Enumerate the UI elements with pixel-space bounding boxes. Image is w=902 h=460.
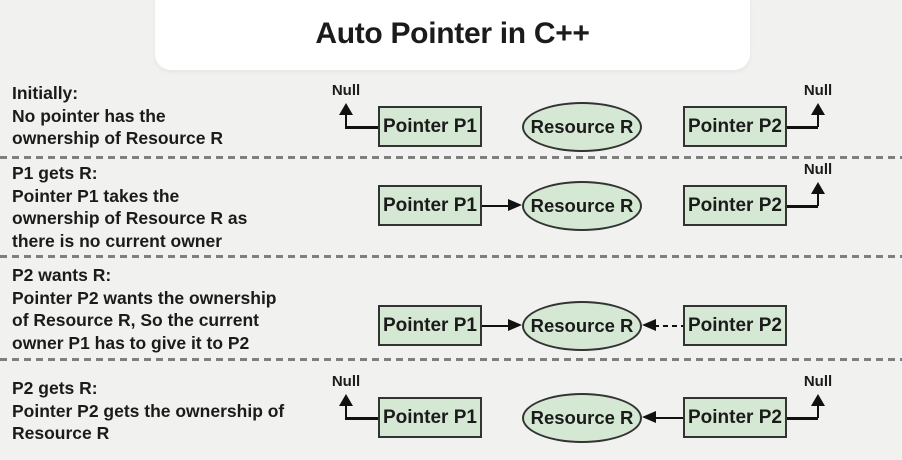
resource-r-label: Resource R	[530, 194, 634, 216]
null-arrow-up-icon	[811, 394, 825, 406]
connector-line	[816, 405, 819, 418]
row-divider	[0, 156, 902, 159]
row-divider	[0, 358, 902, 361]
null-arrow-up-icon	[339, 103, 353, 115]
pointer-p2-label: Pointer P2	[688, 314, 782, 336]
pointer-p2-label: Pointer P2	[688, 115, 782, 137]
connector-line	[344, 114, 347, 127]
connector-line	[787, 205, 818, 208]
p2-owns-arrow-line	[654, 416, 683, 419]
p1-owns-arrow-line	[482, 324, 510, 327]
arrowhead-right-icon	[508, 319, 522, 331]
pointer-p2-label: Pointer P2	[688, 194, 782, 216]
row-divider	[0, 255, 902, 258]
null-label: Null	[803, 161, 833, 178]
null-label: Null	[803, 82, 833, 99]
resource-r-ellipse: Resource R	[522, 392, 642, 443]
pointer-p1-label: Pointer P1	[383, 115, 477, 137]
null-label: Null	[331, 373, 361, 390]
title-card: Auto Pointer in C++	[155, 0, 750, 70]
p2-request-dashed-arrow-line	[654, 324, 683, 327]
resource-r-ellipse: Resource R	[522, 180, 642, 231]
resource-r-ellipse: Resource R	[522, 101, 642, 152]
pointer-p2-box: Pointer P2	[683, 397, 787, 438]
row-description: P2 gets R: Pointer P2 gets the ownership…	[12, 378, 285, 443]
pointer-p2-label: Pointer P2	[688, 406, 782, 428]
resource-r-label: Resource R	[530, 406, 634, 428]
connector-line	[816, 193, 819, 206]
pointer-p2-box: Pointer P2	[683, 185, 787, 226]
pointer-p1-label: Pointer P1	[383, 194, 477, 216]
connector-line	[344, 405, 347, 418]
p1-owns-arrow-line	[482, 204, 510, 207]
null-arrow-up-icon	[811, 182, 825, 194]
null-label: Null	[331, 82, 361, 99]
row-description: Initially: No pointer has the ownership …	[12, 83, 224, 148]
connector-line	[787, 126, 818, 129]
connector-line	[816, 114, 819, 127]
row-description: P1 gets R: Pointer P1 takes the ownershi…	[12, 163, 248, 251]
pointer-p1-box: Pointer P1	[378, 397, 482, 438]
null-arrow-up-icon	[811, 103, 825, 115]
connector-line	[344, 417, 378, 420]
pointer-p1-box: Pointer P1	[378, 185, 482, 226]
pointer-p1-label: Pointer P1	[383, 314, 477, 336]
row-description: P2 wants R: Pointer P2 wants the ownersh…	[12, 265, 277, 353]
arrowhead-left-icon	[642, 319, 656, 331]
pointer-p1-label: Pointer P1	[383, 406, 477, 428]
page-title: Auto Pointer in C++	[315, 17, 590, 50]
resource-r-ellipse: Resource R	[522, 300, 642, 351]
connector-line	[787, 417, 818, 420]
resource-r-label: Resource R	[530, 115, 634, 137]
null-label: Null	[803, 373, 833, 390]
resource-r-label: Resource R	[530, 314, 634, 336]
pointer-p1-box: Pointer P1	[378, 106, 482, 147]
arrowhead-right-icon	[508, 199, 522, 211]
pointer-p2-box: Pointer P2	[683, 305, 787, 346]
arrowhead-left-icon	[642, 411, 656, 423]
pointer-p2-box: Pointer P2	[683, 106, 787, 147]
null-arrow-up-icon	[339, 394, 353, 406]
connector-line	[344, 126, 378, 129]
pointer-p1-box: Pointer P1	[378, 305, 482, 346]
